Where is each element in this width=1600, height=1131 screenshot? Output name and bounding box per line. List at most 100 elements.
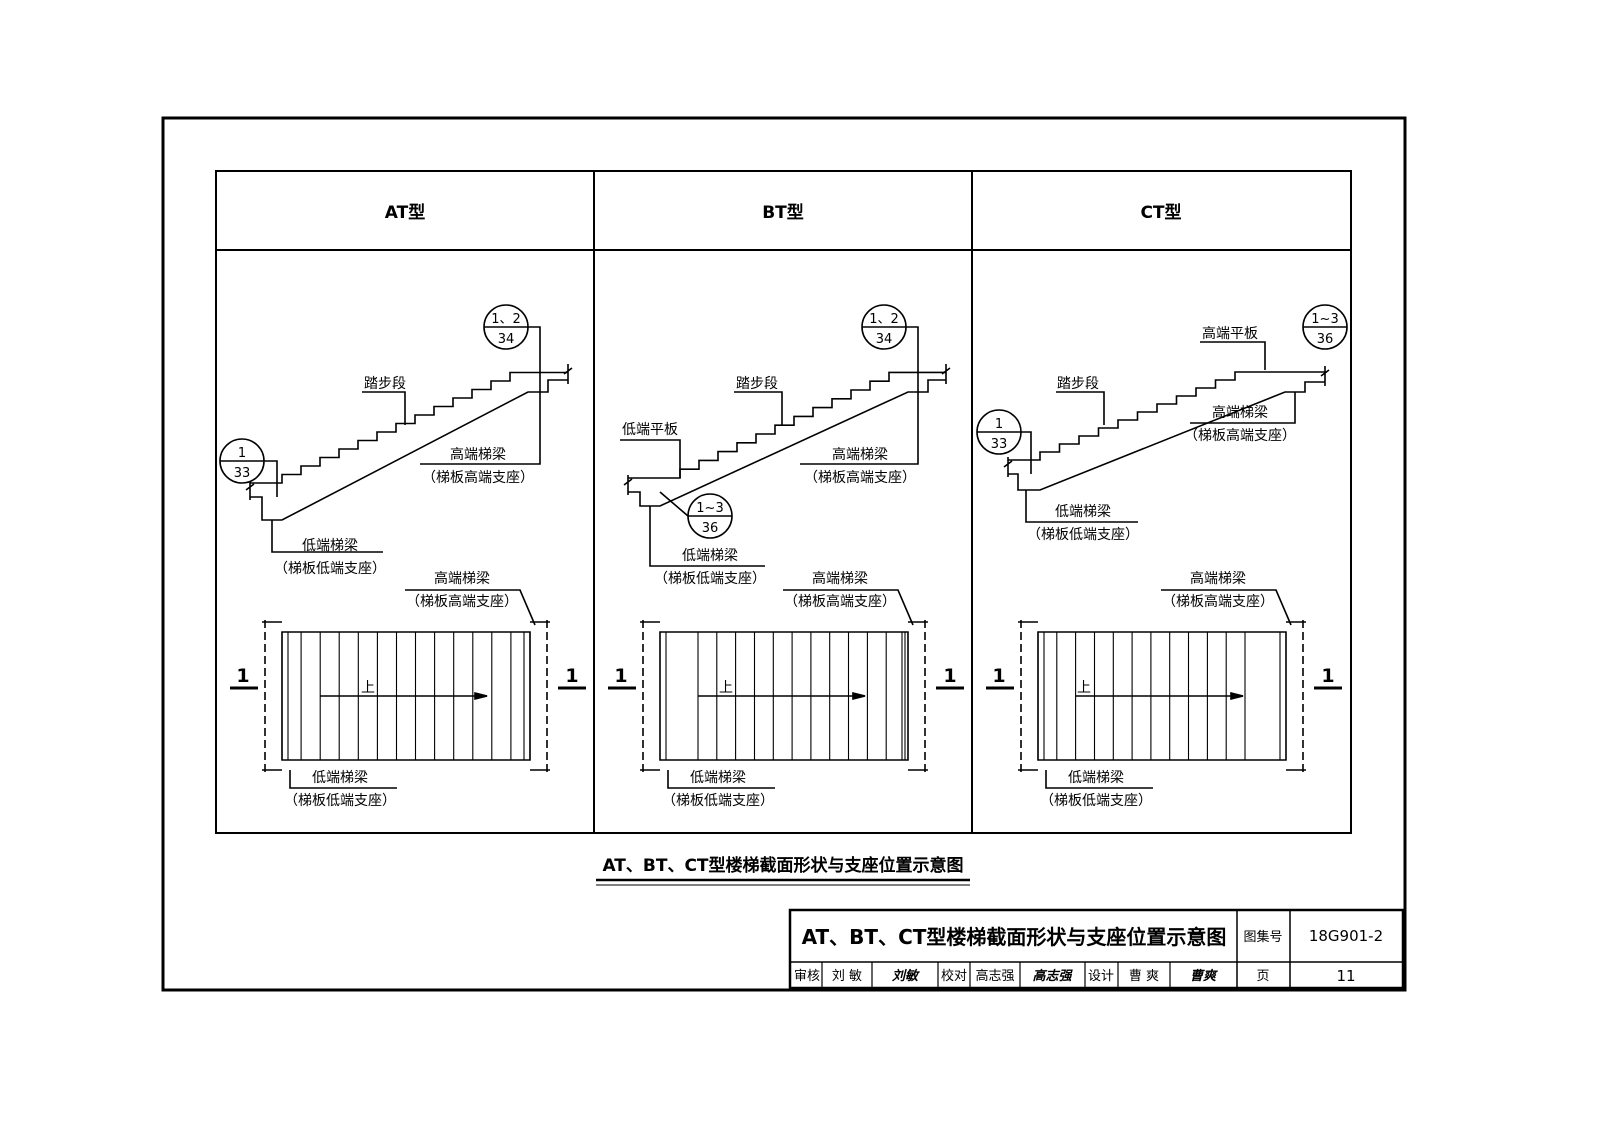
svg-text:34: 34 [876, 332, 893, 347]
up-label: 上 [719, 680, 733, 696]
svg-text:1~3: 1~3 [696, 501, 723, 516]
title-block-title: AT、BT、CT型楼梯截面形状与支座位置示意图 [802, 925, 1227, 949]
leader-line [1045, 589, 1292, 789]
arrow-head [1230, 691, 1244, 701]
support-beam-edge [264, 620, 548, 772]
svg-text:36: 36 [1317, 332, 1334, 347]
plan-high-beam-sub: （梯板高端支座） [784, 593, 896, 610]
callout-bt-low[interactable]: 1~336 [687, 493, 733, 539]
arrow-head [474, 691, 488, 701]
atlas-label: 图集号 [1243, 929, 1282, 945]
bt-step-label: 踏步段 [736, 376, 778, 392]
plan-high-beam-label: 高端梯梁 [812, 570, 868, 587]
sheet-frame [161, 116, 1407, 992]
at-low-beam-label: 低端梯梁 [302, 538, 358, 554]
panel-title-ct: CT型 [1140, 202, 1181, 223]
svg-text:33: 33 [991, 437, 1008, 452]
break-symbol [1003, 366, 1330, 477]
up-label: 上 [1077, 680, 1091, 696]
bt-low-beam-sub: （梯板低端支座） [654, 571, 766, 587]
svg-text:36: 36 [702, 521, 719, 536]
svg-text:1: 1 [995, 417, 1003, 432]
plan-high-beam-label: 高端梯梁 [1190, 570, 1246, 587]
section-mark-right: 1 [1321, 665, 1334, 687]
break-symbol [623, 364, 951, 495]
checker-name: 高志强 [975, 968, 1014, 984]
plan-outline [659, 631, 909, 761]
plan-low-beam-sub: （梯板低端支座） [662, 793, 774, 809]
section-mark-right: 1 [943, 665, 956, 687]
at-low-beam-sub: （梯板低端支座） [274, 561, 386, 577]
at-high-beam-label: 高端梯梁 [450, 446, 506, 463]
review-label: 审核 [794, 969, 820, 984]
panel-title-bt: BT型 [762, 202, 804, 223]
design-label: 设计 [1088, 969, 1114, 984]
leader-line [289, 589, 536, 789]
section-mark-right: 1 [565, 665, 578, 687]
designer-signature: 曹爽 [1190, 968, 1218, 984]
svg-text:1: 1 [238, 446, 246, 461]
up-label: 上 [361, 680, 375, 696]
plan-high-beam-sub: （梯板高端支座） [1162, 593, 1274, 610]
plan-high-beam-sub: （梯板高端支座） [406, 593, 518, 610]
plan-bt: 高端梯梁 （梯板高端支座） 低端梯梁 （梯板低端支座） 上 1 1 [614, 570, 956, 809]
leader-line [264, 326, 541, 553]
ct-step-label: 踏步段 [1057, 376, 1099, 392]
support-beam-edge [642, 620, 926, 772]
callout-at-low[interactable]: 133 [219, 438, 265, 484]
ct-high-beam-label: 高端梯梁 [1212, 404, 1268, 421]
svg-text:34: 34 [498, 332, 515, 347]
svg-text:1~3: 1~3 [1311, 312, 1338, 327]
plan-low-beam-label: 低端梯梁 [1068, 770, 1124, 786]
svg-text:1、2: 1、2 [491, 312, 521, 327]
bt-stair-profile [628, 371, 946, 479]
at-step-label: 踏步段 [364, 376, 406, 392]
checker-signature: 高志强 [1032, 968, 1073, 984]
page-number: 11 [1336, 967, 1355, 985]
callout-bt-high[interactable]: 1、234 [861, 304, 907, 350]
stair-table [215, 170, 1352, 834]
reviewer-name: 刘 敏 [832, 969, 862, 984]
leader-line [1021, 341, 1296, 523]
ct-stair-profile [1008, 371, 1325, 461]
callout-at-high[interactable]: 1、234 [483, 304, 529, 350]
svg-text:1、2: 1、2 [869, 312, 899, 327]
section-mark-left: 1 [992, 665, 1005, 687]
plan-ct: 高端梯梁 （梯板高端支座） 低端梯梁 （梯板低端支座） 上 1 1 [992, 570, 1334, 809]
bt-high-beam-sub: （梯板高端支座） [804, 469, 916, 486]
svg-text:33: 33 [234, 466, 251, 481]
plan-at: 高端梯梁 （梯板高端支座） 低端梯梁 （梯板低端支座） 上 1 1 [236, 570, 578, 809]
atlas-number: 18G901-2 [1309, 927, 1383, 945]
arrow-head [852, 691, 866, 701]
leader-line [667, 589, 914, 789]
ct-low-beam-sub: （梯板低端支座） [1027, 527, 1139, 543]
bt-high-beam-label: 高端梯梁 [832, 446, 888, 463]
designer-name: 曹 爽 [1129, 969, 1159, 984]
check-label: 校对 [941, 968, 967, 984]
plan-low-beam-sub: （梯板低端支座） [284, 793, 396, 809]
section-mark-left: 1 [236, 665, 249, 687]
ct-low-beam-label: 低端梯梁 [1055, 504, 1111, 520]
at-high-beam-sub: （梯板高端支座） [422, 469, 534, 486]
plan-low-beam-label: 低端梯梁 [690, 770, 746, 786]
break-symbol [245, 364, 573, 500]
title-block [788, 908, 1405, 990]
beam-line [640, 621, 928, 771]
reviewer-signature: 刘敏 [892, 968, 920, 984]
panel-title-at: AT型 [385, 202, 425, 223]
bt-slab-underside [628, 379, 946, 507]
plan-low-beam-sub: （梯板低端支座） [1040, 793, 1152, 809]
bt-low-plate-label: 低端平板 [622, 422, 678, 438]
callout-ct-high[interactable]: 1~336 [1302, 304, 1348, 350]
page-label: 页 [1256, 969, 1269, 984]
plan-high-beam-label: 高端梯梁 [434, 570, 490, 587]
section-mark-left: 1 [614, 665, 627, 687]
callout-ct-low[interactable]: 133 [976, 409, 1022, 455]
plan-low-beam-label: 低端梯梁 [312, 770, 368, 786]
leader-line [620, 326, 919, 567]
ct-high-beam-sub: （梯板高端支座） [1184, 427, 1296, 444]
beam-line [262, 621, 550, 771]
linework [230, 326, 1342, 789]
figure-caption: AT、BT、CT型楼梯截面形状与支座位置示意图 [602, 855, 963, 876]
